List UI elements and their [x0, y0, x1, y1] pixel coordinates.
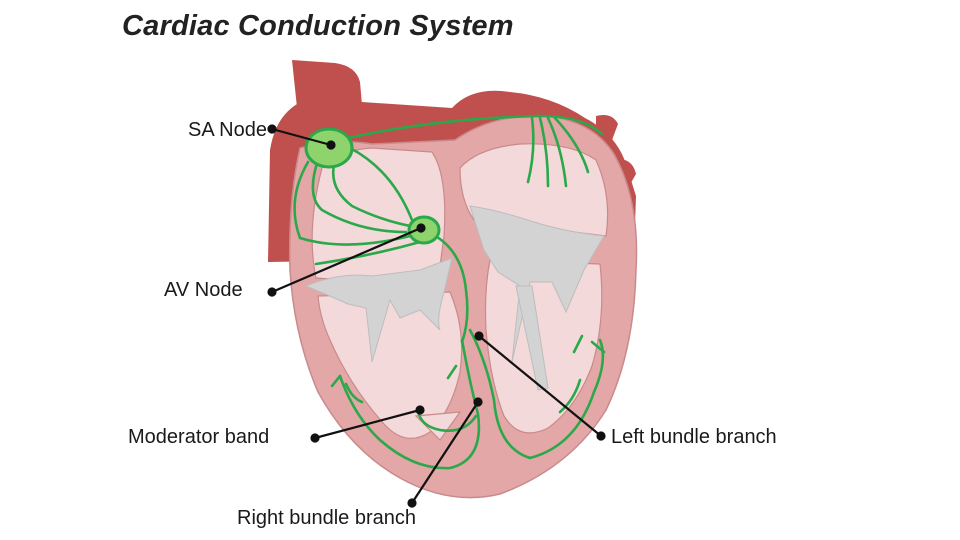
moderator-notch: [414, 411, 462, 441]
moderator-leader-dot-target: [415, 405, 425, 415]
label-sa-node: SA Node: [188, 119, 267, 141]
av-leader-dot-node: [416, 223, 426, 233]
valves: [304, 205, 605, 391]
tricuspid-valve: [304, 257, 453, 363]
internodal-lower: [314, 240, 422, 266]
left-ventricle: [484, 259, 603, 434]
bachmann-bundle: [346, 114, 604, 140]
right-bundle-leader-dot-label: [407, 498, 417, 508]
av-leader: [271, 226, 422, 294]
diagram-title: Cardiac Conduction System: [122, 10, 514, 42]
purkinje-4: [446, 364, 458, 380]
purkinje-7: [558, 378, 582, 414]
internodal-middle: [311, 158, 408, 234]
sa-leader-dot-node: [326, 140, 336, 150]
mitral-valve: [469, 205, 605, 363]
right-bundle-leader-dot-target: [473, 397, 483, 407]
left-bundle-leader: [478, 335, 602, 437]
purkinje-3: [344, 382, 364, 404]
sa-leader-dot-label: [267, 124, 277, 134]
atrial-fiber-4: [553, 116, 590, 174]
atrial-fiber-3: [546, 116, 568, 188]
right-ventricle: [317, 291, 463, 439]
purkinje-1: [416, 408, 478, 432]
label-moderator-band: Moderator band: [128, 426, 269, 448]
atrial-fiber-2: [526, 116, 535, 184]
label-right-bundle-branch: Right bundle branch: [237, 507, 416, 529]
internodal-top: [348, 146, 414, 222]
atrial-fiber-1: [538, 116, 550, 188]
chambers: [311, 143, 609, 441]
left-bundle-path: [468, 328, 605, 460]
internodal-anterior: [331, 156, 412, 228]
av-leader-dot-label: [267, 287, 277, 297]
purkinje-5: [590, 340, 606, 354]
left-bundle-leader-dot-label: [596, 431, 606, 441]
label-av-node: AV Node: [164, 279, 243, 301]
moderator-leader-dot-label: [310, 433, 320, 443]
moderator-leader: [314, 408, 421, 440]
right-bundle-leader: [411, 401, 479, 504]
label-left-bundle-branch: Left bundle branch: [611, 426, 777, 448]
purkinje-2: [330, 374, 342, 388]
left-bundle-leader-dot-target: [474, 331, 484, 341]
papillary-left: [515, 285, 549, 391]
conduction-pathways: [293, 114, 606, 470]
leader-lines: [267, 124, 606, 508]
purkinje-6: [572, 334, 584, 354]
sa-leader: [271, 127, 332, 147]
bundle-of-his: [430, 232, 469, 344]
internodal-posterior: [293, 160, 412, 246]
